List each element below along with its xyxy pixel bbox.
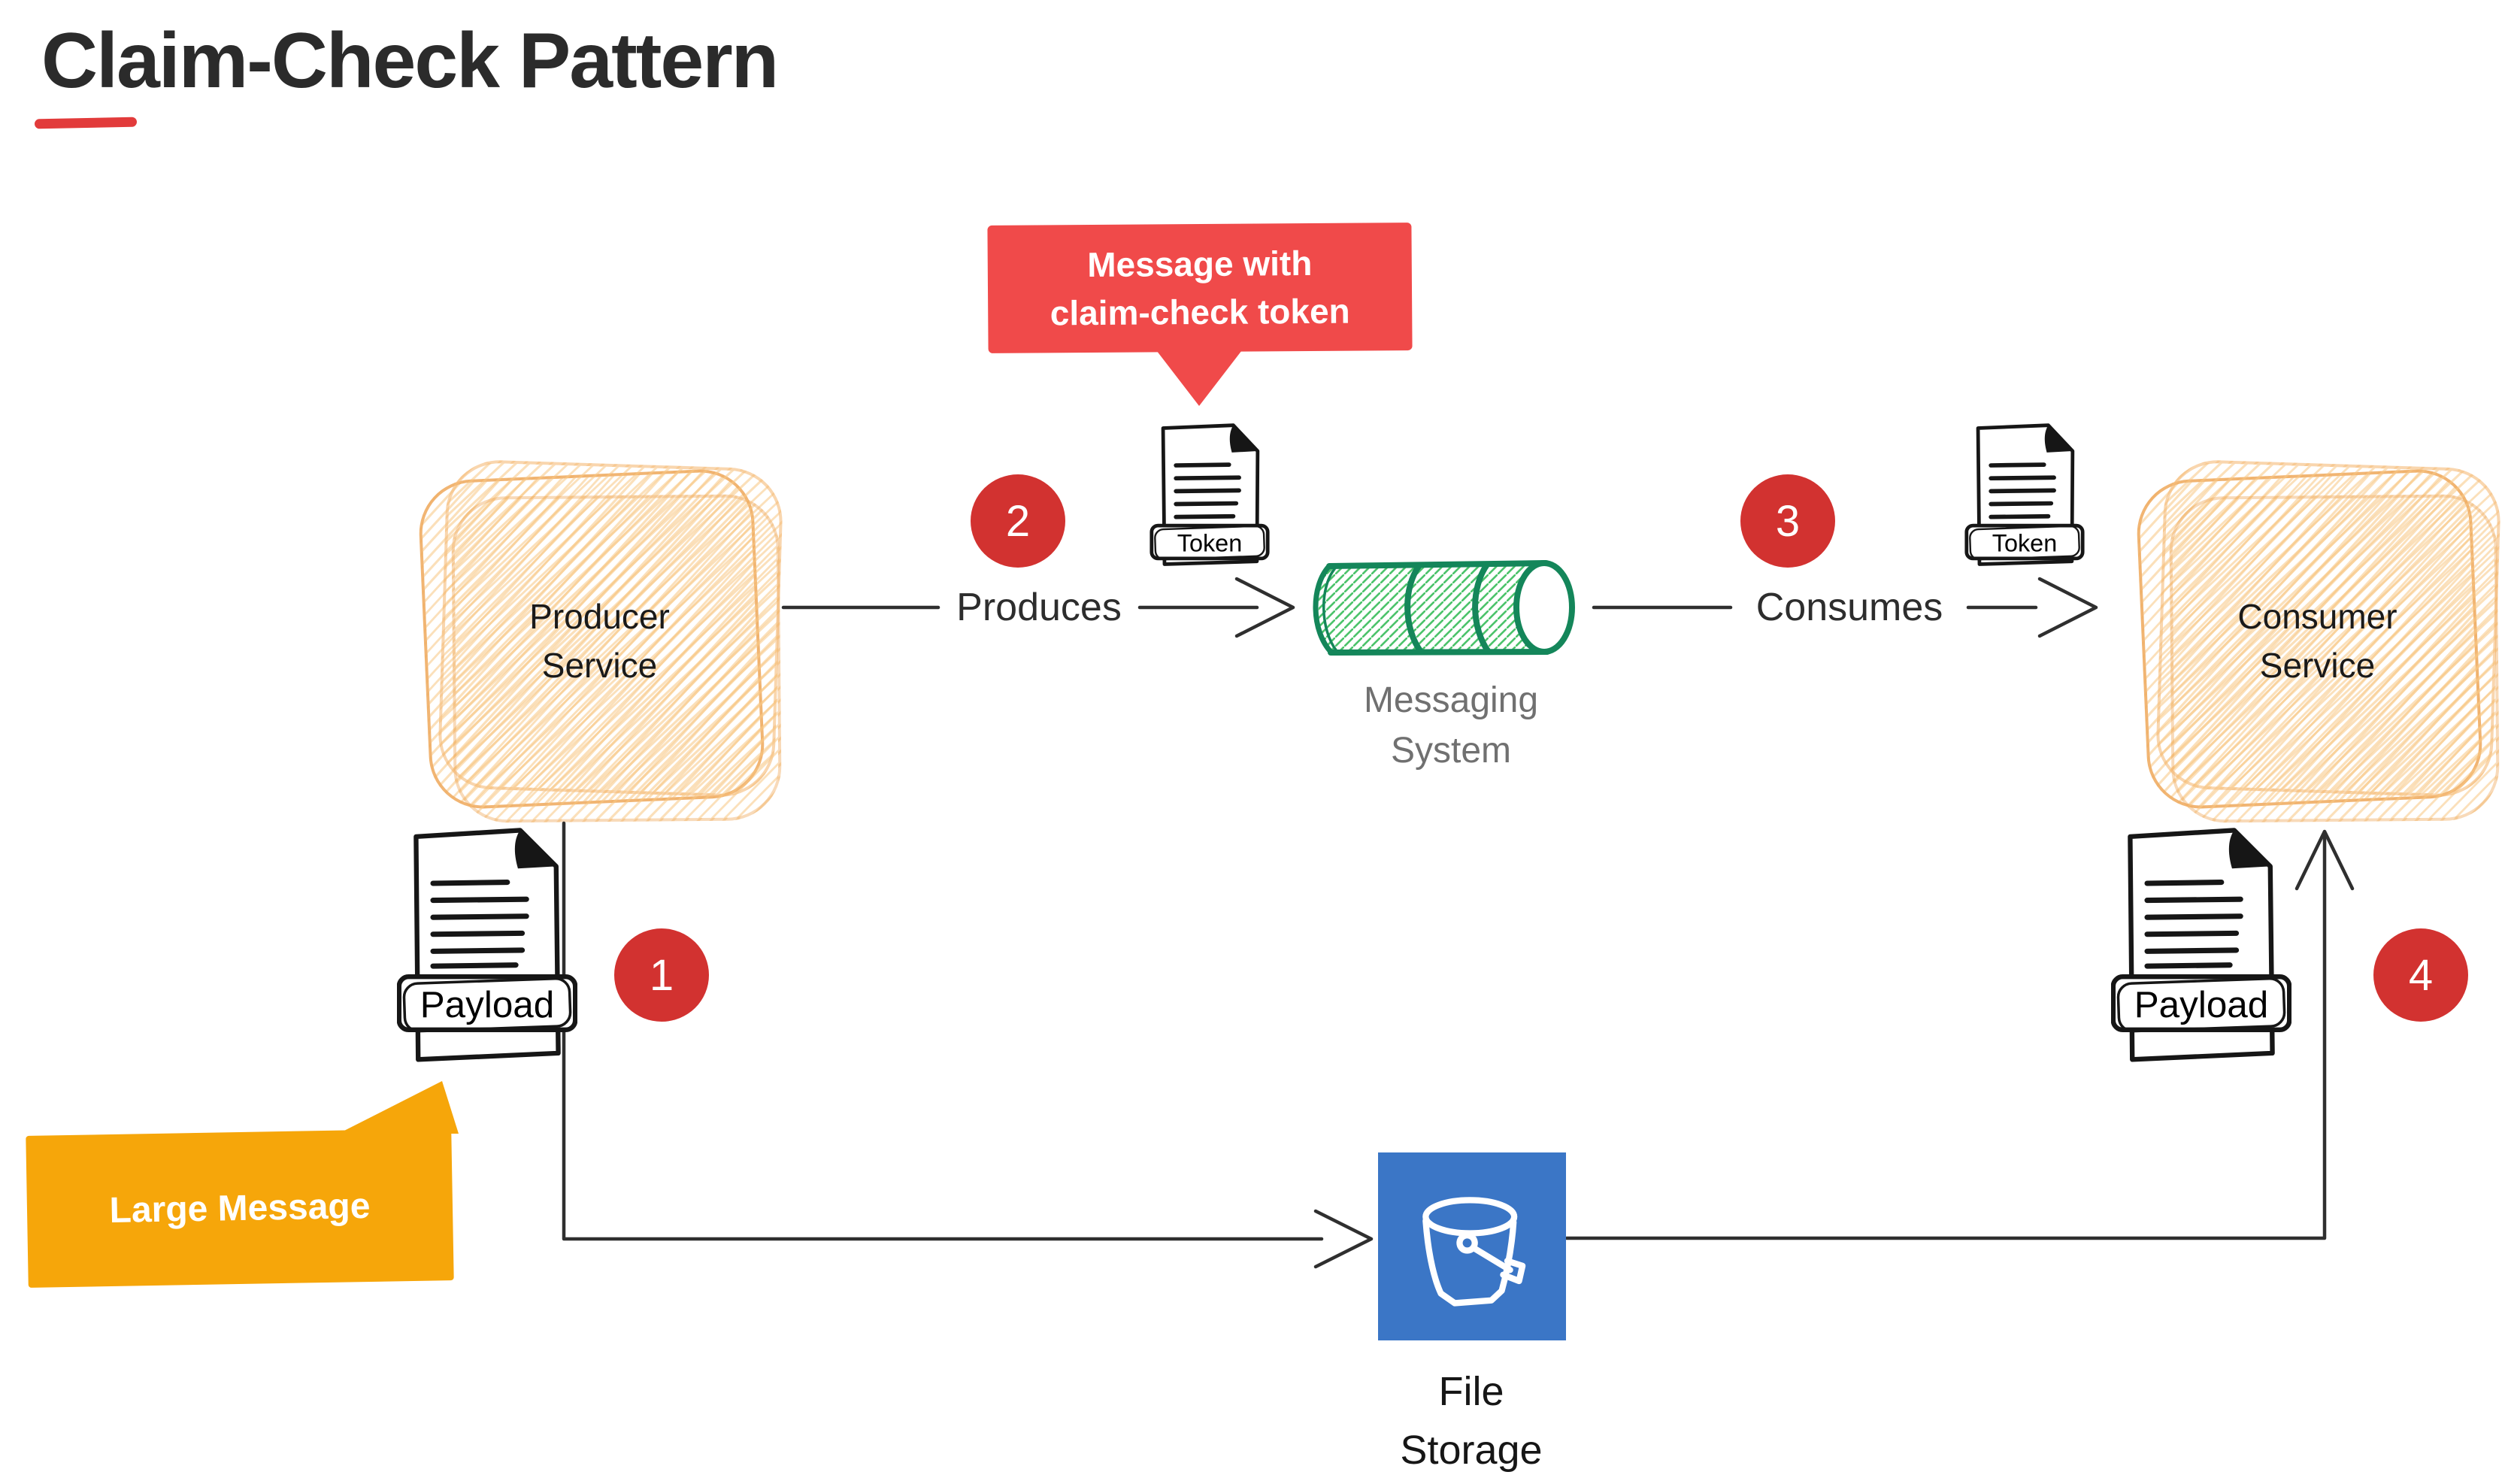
claim-check-callout-tail <box>1154 347 1244 406</box>
payload-document-label: Payload <box>2134 984 2269 1025</box>
large-message-callout-tail <box>338 1081 459 1134</box>
storage-to-consumer-line <box>1564 834 2327 1240</box>
step-badge-1: 1 <box>614 928 709 1022</box>
token-document-icon: Token <box>1150 423 1270 566</box>
payload-document-icon: Payload <box>2111 828 2291 1062</box>
messaging-queue-icon <box>1313 560 1575 656</box>
token-document-label: Token <box>1177 529 1242 556</box>
step-badge-2: 2 <box>971 474 1065 568</box>
bucket-icon <box>1422 1197 1526 1307</box>
token-document-icon: Token <box>1964 423 2085 566</box>
large-message-callout: Large Message <box>26 1128 454 1288</box>
payload-document-label: Payload <box>420 984 555 1025</box>
consumer-up-arrowhead <box>2294 829 2355 891</box>
consumes-arrowhead <box>2037 577 2098 638</box>
step-badge-3: 3 <box>1740 474 1835 568</box>
page-title: Claim-Check Pattern <box>41 17 779 104</box>
file-storage-node <box>1378 1152 1566 1340</box>
token-document-label: Token <box>1992 529 2057 556</box>
payload-to-storage-line <box>562 821 1324 1241</box>
storage-arrowhead <box>1313 1209 1374 1269</box>
produces-arrowhead <box>1234 577 1295 638</box>
step-badge-4: 4 <box>2373 928 2468 1022</box>
produces-edge-label: Produces <box>949 585 1129 630</box>
payload-document-icon: Payload <box>397 828 577 1062</box>
consumes-edge-label: Consumes <box>1748 585 1951 630</box>
